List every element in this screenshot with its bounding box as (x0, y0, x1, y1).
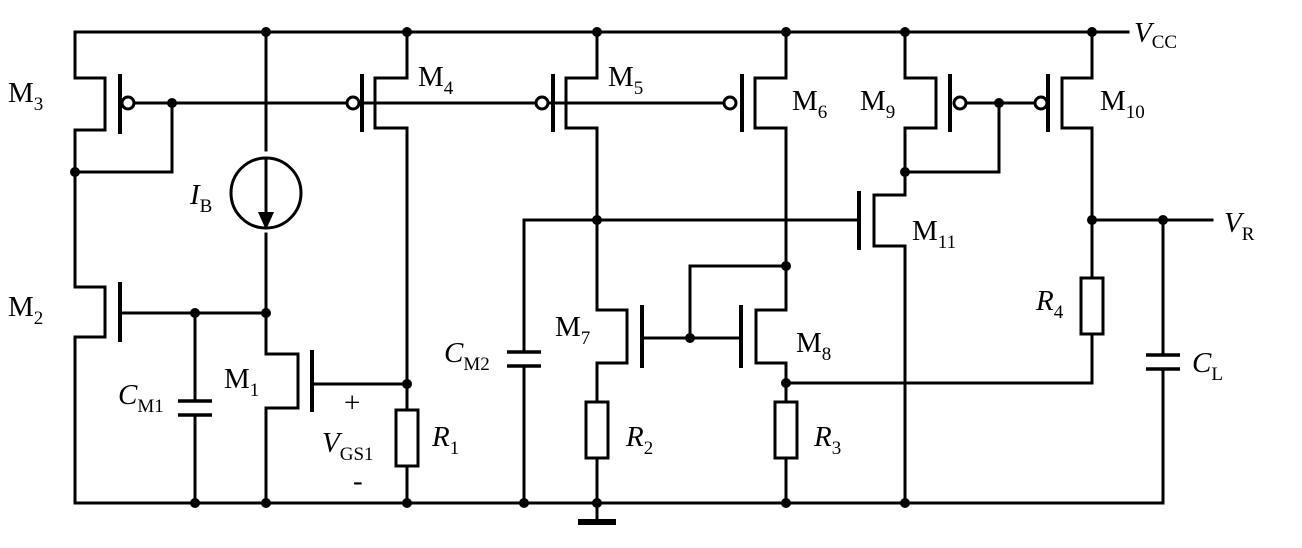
label-m3: M3 (8, 77, 43, 115)
transistor-m1 (264, 350, 409, 505)
label-m2: M2 (8, 291, 43, 329)
wire-m9-diode (903, 101, 1001, 174)
transistor-m9 (903, 30, 1037, 174)
label-m9: M9 (860, 85, 895, 123)
label-vgs1: VGS1 (322, 427, 374, 465)
label-minus: - (353, 465, 363, 497)
label-r2: R2 (625, 421, 653, 459)
resistor-r3 (773, 400, 799, 460)
label-m7: M7 (555, 311, 590, 349)
label-r4: R4 (1035, 285, 1064, 323)
label-m5: M5 (608, 61, 643, 99)
label-cm1: CM1 (118, 379, 164, 417)
junction-dots (70, 27, 1168, 508)
label-cl: CL (1192, 347, 1223, 385)
wire-m6-m8-diode (688, 264, 788, 340)
resistor-r4 (1079, 276, 1105, 336)
transistor-m4 (345, 30, 409, 386)
transistor-m5 (534, 30, 599, 312)
capacitor-cm2 (507, 350, 541, 368)
transistor-m11 (857, 170, 907, 505)
transistor-m6 (722, 30, 788, 312)
wire-m3-diode (73, 101, 174, 174)
resistor-r1 (394, 408, 420, 468)
transistor-m7 (595, 305, 740, 404)
transistor-m3 (73, 30, 174, 174)
label-m4: M4 (418, 61, 454, 99)
label-r1: R1 (431, 421, 459, 459)
label-m6: M6 (792, 85, 827, 123)
label-r3: R3 (813, 421, 841, 459)
label-plus: + (344, 387, 360, 419)
capacitor-cl (1146, 353, 1180, 371)
label-vcc: VCC (1134, 17, 1177, 53)
capacitor-cm1 (178, 399, 212, 417)
current-source-ib (229, 156, 303, 230)
label-m11: M11 (912, 215, 956, 253)
label-cm2: CM2 (444, 337, 490, 375)
label-vr: VR (1224, 207, 1255, 245)
resistor-r2 (584, 400, 610, 460)
transistor-m8 (739, 305, 788, 404)
label-m8: M8 (796, 327, 831, 365)
label-ib: IB (189, 179, 212, 217)
label-m10: M10 (1100, 85, 1145, 123)
transistor-m10 (1033, 30, 1094, 222)
label-m1: M1 (224, 363, 259, 401)
